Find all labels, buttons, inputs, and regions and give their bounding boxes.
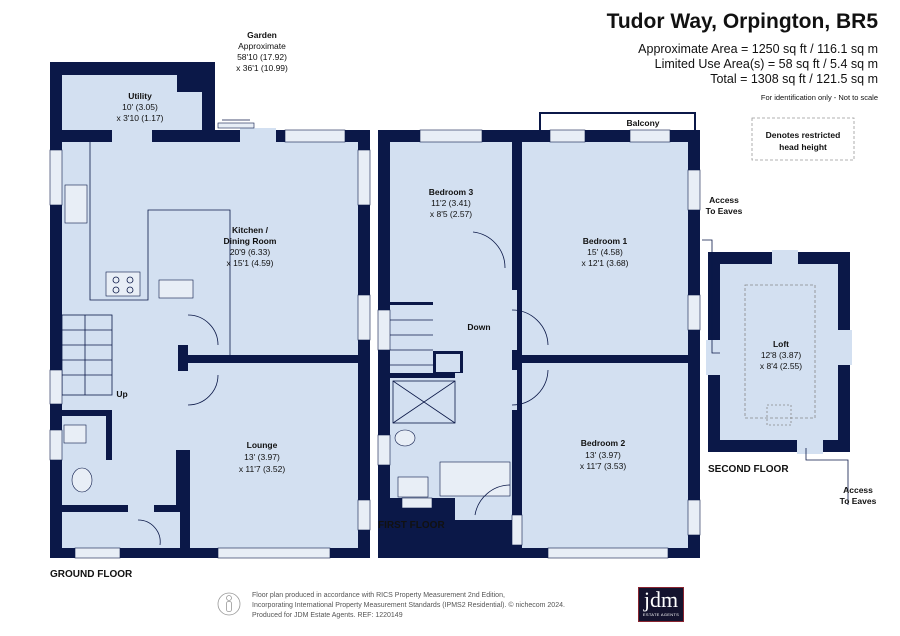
room-dim: x 11'7 (3.53) bbox=[580, 461, 627, 471]
footer-line: Produced for JDM Estate Agents. REF: 122… bbox=[252, 612, 403, 619]
property-title: Tudor Way, Orpington, BR5 bbox=[606, 10, 878, 33]
eaves-label: To Eaves bbox=[706, 206, 743, 216]
stairs-label: Down bbox=[467, 322, 490, 332]
room-name: Utility bbox=[128, 91, 152, 101]
room-dim: x 8'4 (2.55) bbox=[760, 361, 802, 371]
sink-icon bbox=[64, 184, 88, 224]
floor-label: SECOND FLOOR bbox=[708, 464, 789, 475]
footer-text: Floor plan produced in accordance with R… bbox=[252, 591, 565, 621]
eaves-label: Access bbox=[709, 195, 739, 205]
eaves-label: To Eaves bbox=[840, 496, 877, 506]
basin-icon bbox=[63, 424, 87, 444]
porch bbox=[62, 512, 180, 548]
ground-floor bbox=[49, 62, 371, 559]
utility-room bbox=[62, 75, 85, 130]
room-dim: x 15'1 (4.59) bbox=[227, 258, 274, 268]
hob-icon bbox=[105, 271, 141, 297]
floor-label: FIRST FLOOR bbox=[378, 520, 445, 531]
ground-stairs bbox=[61, 314, 113, 396]
shower bbox=[390, 378, 462, 426]
room-dim: 13' (3.97) bbox=[244, 452, 280, 462]
bedroom-1 bbox=[522, 142, 688, 355]
bedroom-2 bbox=[522, 363, 688, 548]
room-name: Bedroom 1 bbox=[583, 236, 628, 246]
room-dim: 15' (4.58) bbox=[587, 247, 623, 257]
room-dim: 10' (3.05) bbox=[122, 102, 158, 112]
room-dim: x 12'1 (3.68) bbox=[582, 258, 629, 268]
room-name: Bedroom 3 bbox=[429, 187, 474, 197]
scale-note: For identification only - Not to scale bbox=[760, 93, 878, 102]
kitchen-units bbox=[89, 142, 231, 355]
bath-icon bbox=[439, 461, 511, 497]
legend-line-2: head height bbox=[779, 142, 827, 152]
second-floor bbox=[702, 239, 852, 505]
basin-icon bbox=[397, 476, 429, 498]
door-swing bbox=[187, 314, 219, 346]
room-dim: x 11'7 (3.52) bbox=[239, 464, 286, 474]
stairs-label: Up bbox=[116, 389, 127, 399]
room-dim: 13' (3.97) bbox=[585, 450, 621, 460]
limited-use-area: Limited Use Area(s) = 58 sq ft / 5.4 sq … bbox=[654, 57, 878, 71]
legend: Denotes restricted head height bbox=[751, 117, 855, 161]
restricted-area bbox=[744, 284, 816, 419]
room-dim: x 8'5 (2.57) bbox=[430, 209, 472, 219]
first-stairs-lines bbox=[390, 319, 433, 366]
balcony bbox=[539, 112, 696, 132]
logo-text: jdm bbox=[643, 587, 679, 612]
room-name: Lounge bbox=[247, 440, 278, 450]
garden-text: Approximate bbox=[238, 41, 286, 51]
toilet-icon bbox=[394, 429, 416, 447]
toilet-icon bbox=[71, 467, 93, 493]
garden-dim2: x 36'1 (10.99) bbox=[236, 63, 288, 73]
first-floor bbox=[377, 112, 701, 559]
room-dim: 20'9 (6.33) bbox=[230, 247, 271, 257]
room-dim: 11'2 (3.41) bbox=[431, 198, 471, 208]
garden-label: Garden bbox=[247, 30, 277, 40]
logo-subtext: ESTATE AGENTS bbox=[642, 612, 680, 617]
approximate-area: Approximate Area = 1250 sq ft / 116.1 sq… bbox=[638, 42, 878, 56]
room-name: Kitchen / bbox=[232, 225, 269, 235]
eaves-label: Access bbox=[843, 485, 873, 495]
balcony-label: Balcony bbox=[626, 118, 659, 128]
bedroom-3 bbox=[390, 142, 512, 302]
window bbox=[49, 149, 63, 206]
room-name: Bedroom 2 bbox=[581, 438, 626, 448]
footer-line: Incorporating International Property Mea… bbox=[252, 602, 565, 609]
total-area: Total = 1308 sq ft / 121.5 sq m bbox=[710, 72, 878, 86]
loft-hatch bbox=[766, 404, 792, 426]
room-dim: 12'8 (3.87) bbox=[761, 350, 802, 360]
floor-label: GROUND FLOOR bbox=[50, 569, 133, 580]
garden-dim1: 58'10 (17.92) bbox=[237, 52, 287, 62]
footer-line: Floor plan produced in accordance with R… bbox=[252, 592, 505, 599]
person-icon bbox=[217, 592, 241, 616]
room-name: Dining Room bbox=[224, 236, 277, 246]
legend-line-1: Denotes restricted bbox=[766, 130, 841, 140]
room-name: Loft bbox=[773, 339, 789, 349]
room-dim: x 3'10 (1.17) bbox=[117, 113, 164, 123]
jdm-logo: jdm ESTATE AGENTS bbox=[638, 587, 684, 622]
loft bbox=[720, 264, 838, 440]
